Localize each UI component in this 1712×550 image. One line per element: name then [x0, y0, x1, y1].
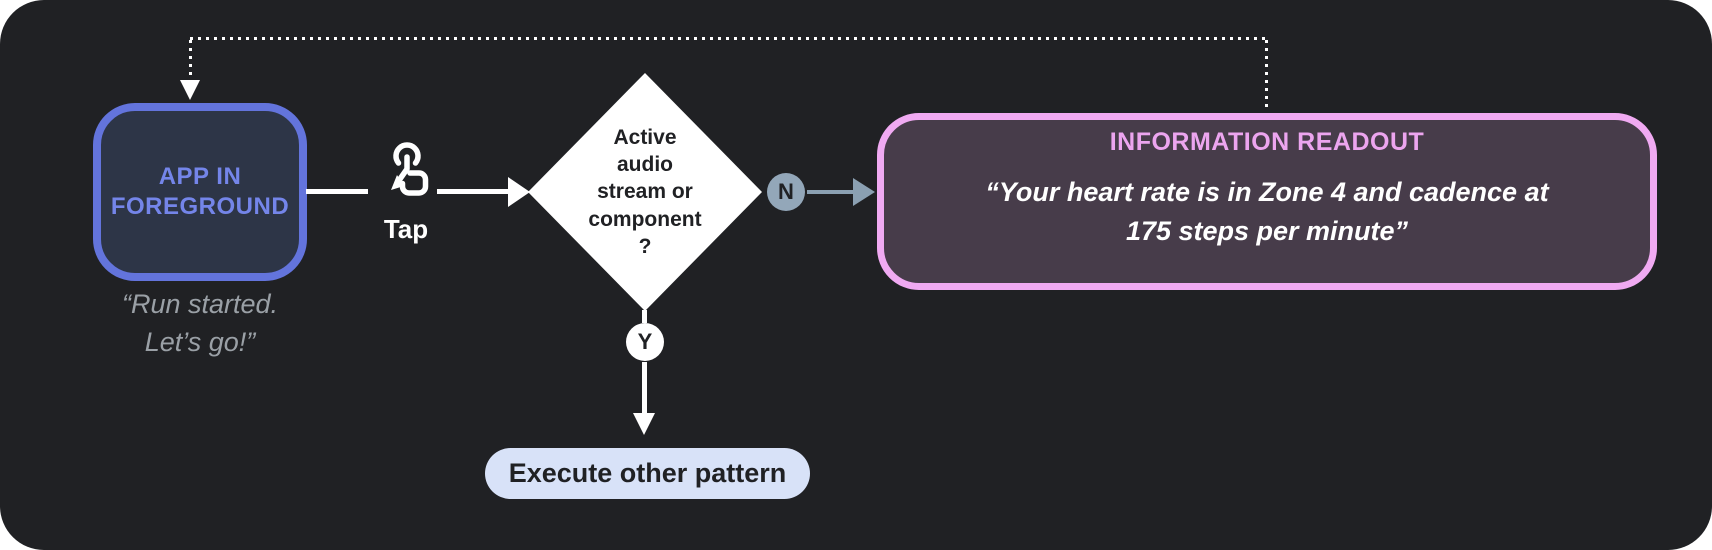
decision-question: Active audio stream or component ?	[588, 125, 702, 258]
flow-line-app-to-tap	[306, 189, 368, 194]
flow-line-no-to-readout	[807, 190, 855, 194]
node-information-readout: INFORMATION READOUT “Your heart rate is …	[877, 113, 1657, 290]
arrowhead-into-decision-icon	[508, 177, 530, 207]
readout-title: INFORMATION READOUT	[1109, 128, 1425, 156]
readout-quote: “Your heart rate is in Zone 4 and cadenc…	[985, 177, 1549, 247]
arrowhead-into-execute-icon	[633, 413, 655, 435]
app-node-caption: “Run started. Let’s go!”	[121, 289, 279, 357]
node-execute-other-pattern: Execute other pattern	[485, 448, 810, 499]
feedback-dotted-line-vertical-left	[189, 40, 192, 80]
branch-no-badge: N	[767, 173, 805, 211]
arrowhead-into-readout-icon	[853, 178, 875, 206]
app-node-label: APP IN FOREGROUND	[110, 163, 290, 220]
flow-line-yes-to-execute	[642, 362, 647, 415]
feedback-dotted-line-vertical-right	[1265, 40, 1268, 111]
execute-label: Execute other pattern	[508, 458, 787, 488]
node-app-in-foreground: APP IN FOREGROUND	[93, 103, 307, 281]
feedback-arrowhead-icon	[180, 80, 200, 100]
flow-line-decision-to-yes	[642, 310, 647, 323]
flow-line-tap-to-decision	[437, 189, 511, 194]
branch-yes-badge: Y	[626, 323, 664, 361]
feedback-dotted-line-horizontal	[190, 37, 1267, 40]
tap-gesture-icon	[391, 142, 429, 196]
tap-label: Tap	[383, 214, 429, 244]
